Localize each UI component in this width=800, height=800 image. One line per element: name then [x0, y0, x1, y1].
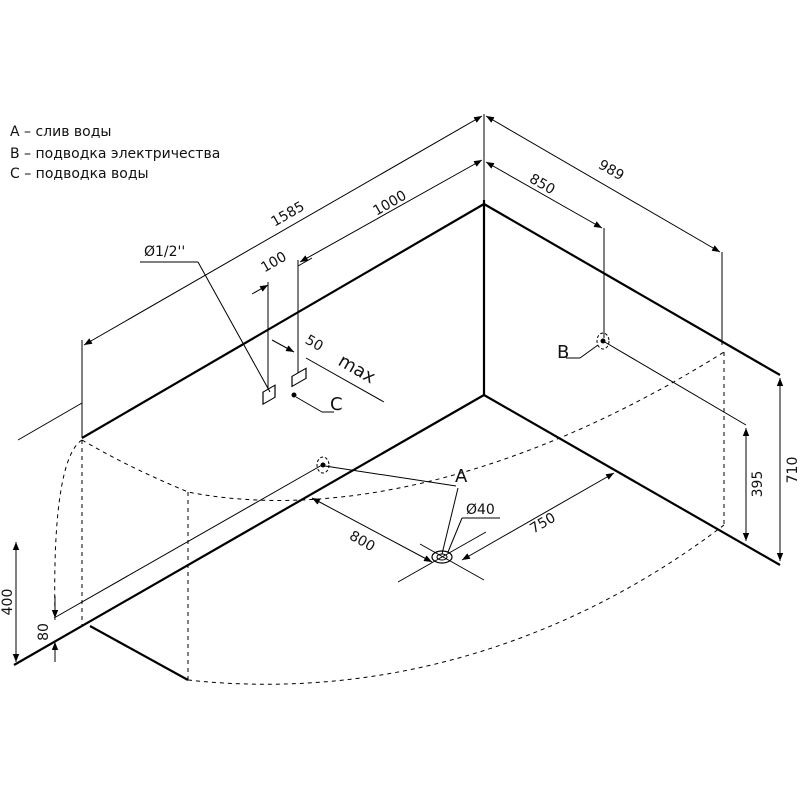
dim-100-label: 100	[258, 249, 289, 276]
dim-800: 800	[311, 497, 433, 563]
point-c-label: C	[330, 394, 343, 415]
legend-c: C – подводка воды	[10, 166, 149, 182]
dim-989-label: 989	[595, 157, 626, 184]
dim-400-label: 400	[0, 589, 16, 616]
dim-800-label: 800	[346, 528, 377, 555]
dim-80: 80	[36, 464, 323, 662]
drain-diameter-label: Ø40	[466, 502, 495, 518]
dim-80-label: 80	[36, 623, 52, 641]
point-a-label: A	[455, 466, 468, 487]
pipe-diameter-label: Ø1/2''	[144, 244, 185, 260]
bath-outline	[54, 351, 725, 685]
point-c: C	[291, 392, 343, 415]
legend-a: A – слив воды	[10, 124, 111, 140]
dim-710: 710	[776, 378, 800, 561]
pipe-fitting: Ø1/2''	[140, 244, 276, 406]
max-label: max	[335, 350, 380, 388]
dim-395: 395	[742, 428, 766, 541]
dim-1000-label: 1000	[371, 188, 410, 220]
point-b: B	[557, 332, 747, 426]
point-b-label: B	[557, 342, 569, 363]
legend-b: B – подводка электричества	[10, 146, 220, 162]
dim-400: 400	[0, 402, 83, 662]
dim-850: 850	[485, 161, 605, 338]
dim-710-label: 710	[785, 457, 800, 484]
dim-1585: 1585	[81, 115, 483, 438]
dim-1585-label: 1585	[269, 199, 308, 231]
dim-50: 50 max	[271, 332, 385, 403]
dim-50-label: 50	[302, 332, 325, 355]
dim-1000: 1000	[297, 159, 483, 380]
legend: A – слив воды B – подводка электричества…	[10, 124, 220, 182]
dim-395-label: 395	[750, 471, 766, 498]
dim-750-label: 750	[527, 510, 558, 537]
